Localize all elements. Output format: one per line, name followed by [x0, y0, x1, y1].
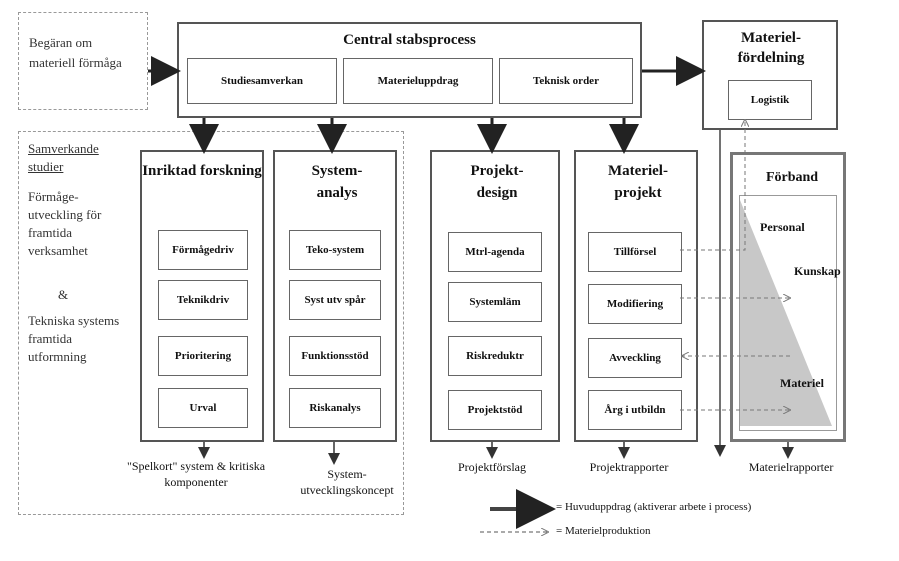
request-note-text: Begäran om materiell förmåga — [29, 35, 122, 70]
inriktad-output-label: "Spelkort" system & kritiska komponenter — [126, 459, 266, 489]
systemanalys-output-label: System-utvecklingskoncept — [300, 467, 394, 497]
materielprojekt-box: Materiel-projekt Tillförsel Modifiering … — [574, 150, 698, 442]
central-process-box: Central stabsprocess Studiesamverkan Mat… — [177, 22, 642, 118]
projektdesign-item: Projektstöd — [448, 390, 542, 430]
forband-output-label: Materielrapporter — [748, 460, 834, 474]
materielprojekt-title: Materiel-projekt — [608, 163, 668, 201]
projektdesign-item: Riskreduktr — [448, 336, 542, 376]
legend-dashed-text: = Materielproduktion — [556, 525, 651, 537]
materiel-fordelning-box: Materiel-fördelning Logistik — [702, 20, 838, 130]
inriktad-item: Urval — [158, 388, 248, 428]
request-note-box: Begäran om materiell förmåga — [18, 12, 148, 110]
logistik-box: Logistik — [728, 80, 812, 120]
dashed-tillforsel — [680, 120, 745, 251]
central-item-teknisk-order: Teknisk order — [499, 58, 633, 104]
projektdesign-title: Projekt-design — [470, 163, 524, 201]
inriktad-item: Prioritering — [158, 336, 248, 376]
materielprojekt-item: Tillförsel — [588, 232, 682, 272]
projektdesign-box: Projekt-design Mtrl-agenda Systemläm Ris… — [430, 150, 560, 442]
projektdesign-item: Mtrl-agenda — [448, 232, 542, 272]
central-item-studiesamverkan: Studiesamverkan — [187, 58, 337, 104]
inriktad-item: Teknikdriv — [158, 280, 248, 320]
side-note-amp: & — [58, 287, 69, 302]
inriktad-forskning-box: Inriktad forskning Förmågedriv Teknikdri… — [140, 150, 264, 442]
systemanalys-box: System-analys Teko-system Syst utv spår … — [273, 150, 397, 442]
forband-label-personal: Personal — [760, 220, 805, 234]
inriktad-forskning-title: Inriktad forskning — [142, 163, 262, 179]
inriktad-item: Förmågedriv — [158, 230, 248, 270]
systemanalys-title: System-analys — [311, 163, 363, 201]
materielprojekt-output-label: Projektrapporter — [589, 460, 669, 474]
side-note-line1: Förmåge-utveckling för framtida verksamh… — [28, 189, 102, 258]
projektdesign-item: Systemläm — [448, 282, 542, 322]
systemanalys-item: Teko-system — [289, 230, 381, 270]
materielprojekt-item: Modifiering — [588, 284, 682, 324]
materielprojekt-item: Årg i utbildn — [588, 390, 682, 430]
forband-triangle — [740, 200, 832, 426]
central-process-title: Central stabsprocess — [343, 32, 476, 48]
legend-solid-text: = Huvuduppdrag (aktiverar arbete i proce… — [556, 501, 752, 513]
systemanalys-item: Riskanalys — [289, 388, 381, 428]
systemanalys-item: Syst utv spår — [289, 280, 381, 320]
central-item-materieluppdrag: Materieluppdrag — [343, 58, 493, 104]
side-note-line2: Tekniska systems framtida utformning — [28, 313, 120, 364]
materiel-fordelning-title: Materiel-fördelning — [737, 30, 805, 66]
systemanalys-item: Funktionsstöd — [289, 336, 381, 376]
forband-label-kunskap: Kunskap — [794, 264, 841, 278]
side-note-title: Samverkande studier — [28, 141, 99, 174]
forband-title: Förband — [765, 170, 819, 185]
forband-label-materiel: Materiel — [780, 376, 824, 390]
projektdesign-output-label: Projektförslag — [458, 460, 526, 474]
